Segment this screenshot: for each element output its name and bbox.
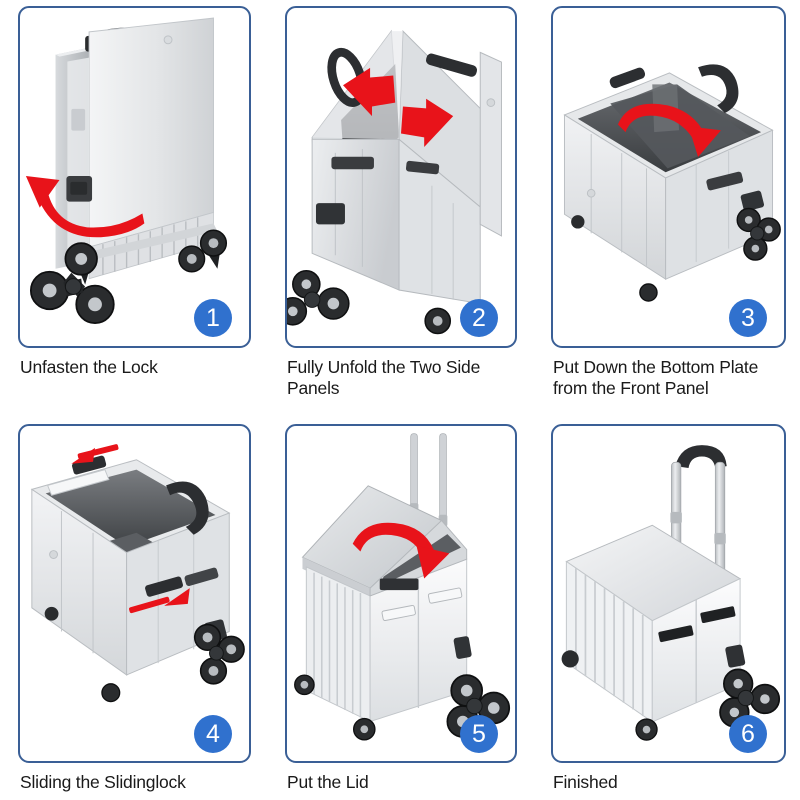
step-cell-1: 1 Unfasten the Lock (0, 0, 268, 418)
step-badge-6: 6 (729, 715, 767, 753)
step-badge-4: 4 (194, 715, 232, 753)
sliding-lock-top (71, 455, 107, 475)
step-panel-5: 5 (285, 424, 517, 763)
illustration-step-4 (20, 426, 249, 761)
illustration-step-6 (553, 426, 784, 761)
red-arrow (25, 176, 145, 238)
step-caption-3: Put Down the Bottom Plate from the Front… (553, 357, 759, 399)
illustration-step-1 (20, 8, 249, 346)
step-badge-3: 3 (729, 299, 767, 337)
red-arrow (352, 522, 450, 579)
step-panel-1: 1 (18, 6, 251, 348)
step-cell-5: 5 Put the Lid (268, 418, 534, 800)
step-panel-3: 3 (551, 6, 786, 348)
illustration-step-2 (287, 8, 515, 346)
step-cell-2: 2 Fully Unfold the Two Side Panels (268, 0, 534, 418)
step-caption-4: Sliding the Slidinglock (20, 772, 186, 792)
step-badge-1: 1 (194, 299, 232, 337)
step-panel-2: 2 (285, 6, 517, 348)
red-arrow-right (401, 98, 454, 148)
step-caption-5: Put the Lid (287, 772, 369, 792)
red-arrow-top (71, 444, 119, 464)
sliding-lock-front (145, 576, 183, 597)
step-caption-1: Unfasten the Lock (20, 357, 158, 377)
step-cell-6: 6 Finished (534, 418, 800, 800)
step-badge-2: 2 (460, 299, 498, 337)
step-badge-5: 5 (460, 715, 498, 753)
step-caption-6: Finished (553, 772, 618, 792)
step-caption-2: Fully Unfold the Two Side Panels (287, 357, 481, 399)
step-panel-6: 6 (551, 424, 786, 763)
red-arrow (617, 103, 721, 157)
step-cell-4: 4 Sliding the Slidinglock (0, 418, 268, 800)
illustration-step-3 (553, 8, 784, 346)
step-cell-3: 3 Put Down the Bottom Plate from the Fro… (534, 0, 800, 418)
illustration-step-5 (287, 426, 515, 761)
red-arrow-left (343, 67, 396, 117)
step-panel-4: 4 (18, 424, 251, 763)
